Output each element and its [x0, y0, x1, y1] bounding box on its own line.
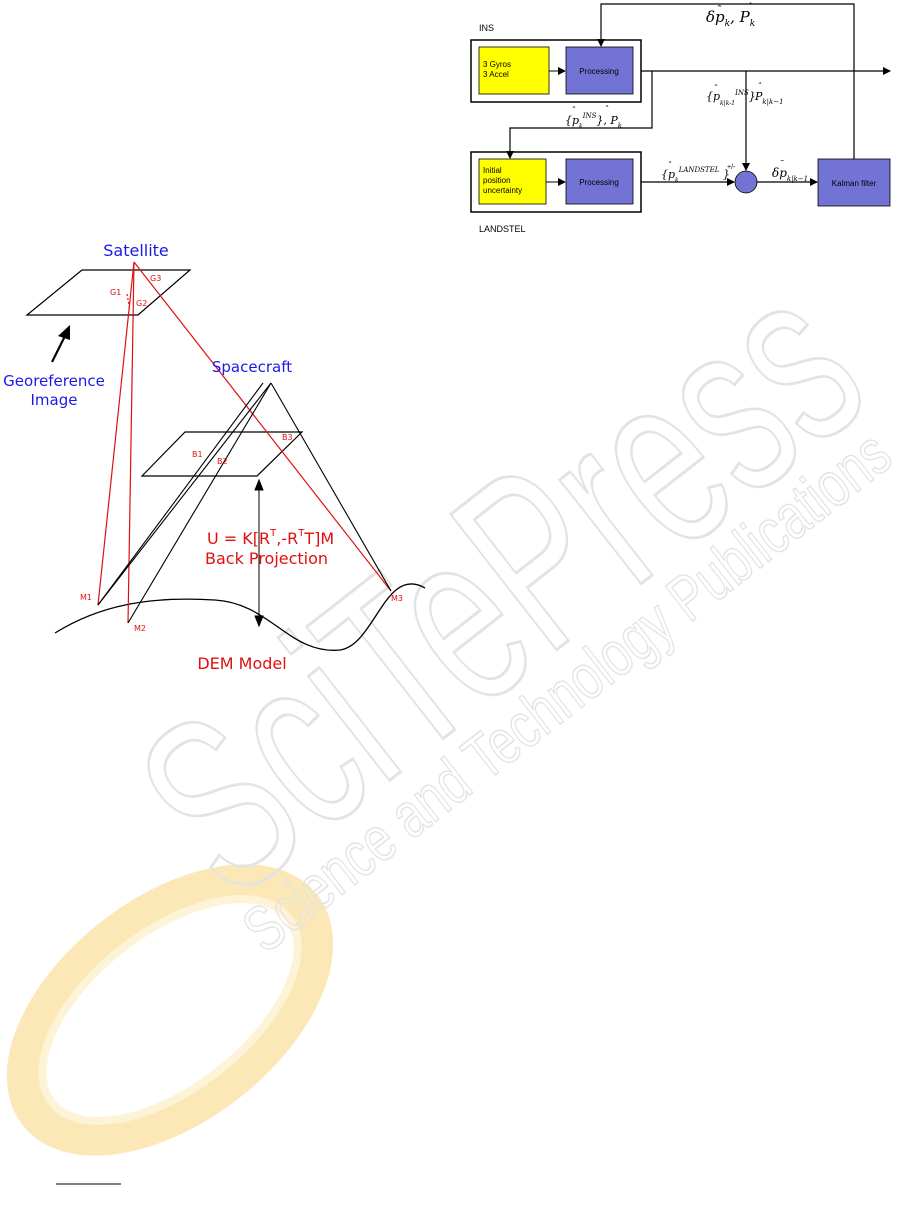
back-projection-label: Back Projection [205, 549, 328, 568]
watermark-logo-ring [6, 864, 334, 1156]
point-m1-label: M1 [80, 593, 92, 602]
landstel-processing-label: Processing [579, 178, 619, 187]
watermark: SciTePress Science and Technology Public… [6, 221, 910, 1156]
svg-text:δpk|k−1: δpk|k−1 [772, 166, 808, 183]
spacecraft-rays [97, 382, 392, 624]
point-g1-label: G1 [110, 288, 121, 297]
summing-junction [734, 170, 758, 194]
dem-terrain-curve [54, 583, 426, 651]
back-projection-double-arrow [254, 478, 264, 628]
satellite-label: Satellite [103, 241, 169, 260]
gyros-label: 3 Gyros [483, 60, 511, 69]
point-g3-label: G3 [150, 274, 161, 283]
svg-text:ˆ: ˆ [747, 3, 752, 14]
initial-position-box [478, 158, 547, 205]
ins-landstel-block-diagram: INS LANDSTEL 3 Gyros 3 Accel Processing … [470, 3, 891, 234]
point-b1-label: B1 [192, 450, 203, 459]
landstel-group-label: LANDSTEL [479, 224, 526, 234]
point-b2-label: B2 [217, 457, 228, 466]
ins-prediction-annotation: {pk|k-1INS} Pk|k−1 ˆ ˆ [706, 82, 784, 107]
back-projection-diagram: G1 G2 G3 B1 B2 B3 M1 M2 M3 Satellite Spa… [3, 241, 426, 673]
georeference-label-line1: Georeference [3, 372, 105, 390]
dem-model-label: DEM Model [197, 654, 286, 673]
svg-text:ˆ: ˆ [604, 105, 609, 116]
ins-group-label: INS [479, 23, 494, 33]
feedback-annotation: δpk, Pk ˜ ˆ [706, 3, 755, 29]
georeference-label-line2: Image [31, 391, 78, 409]
svg-text:δpk, Pk: δpk, Pk [706, 8, 755, 29]
error-estimate-annotation: δpk|k−1 ˜ [772, 159, 808, 183]
initial-line1: Initial [483, 166, 502, 175]
initial-line3: uncertainty [483, 186, 522, 195]
svg-text:ˆ: ˆ [757, 82, 762, 93]
svg-text:˜: ˜ [716, 5, 722, 16]
gyros-accel-box [478, 46, 550, 95]
spacecraft-image-plane [140, 431, 304, 477]
ins-processing-label: Processing [579, 67, 619, 76]
projection-equation: U = K[RT,-RTT]M [207, 528, 334, 548]
accel-label: 3 Accel [483, 70, 509, 79]
ins-processing-box [565, 46, 634, 95]
svg-text:ˆ: ˆ [713, 84, 718, 95]
landstel-estimate-annotation: {pkLANDSTEL } ˆ [661, 161, 730, 184]
svg-text:˜: ˜ [779, 159, 784, 170]
point-b3-label: B3 [282, 433, 293, 442]
initial-line2: position [483, 176, 511, 185]
signal-lines [506, 3, 891, 186]
landstel-processing-box [565, 158, 634, 205]
watermark-title: SciTePress [91, 222, 909, 947]
point-m2-label: M2 [134, 624, 146, 633]
spacecraft-label: Spacecraft [212, 358, 292, 376]
sum-sign-label: +/- [727, 164, 736, 171]
georeference-image-plane [25, 269, 192, 316]
svg-text:ˆ: ˆ [667, 161, 672, 172]
point-m3-label: M3 [391, 594, 403, 603]
georeference-arrow-icon [51, 325, 70, 363]
ins-estimate-annotation: {pkINS}, Pk ˆ ˆ [565, 105, 622, 130]
kalman-filter-label: Kalman filter [832, 179, 877, 188]
svg-text:ˆ: ˆ [571, 106, 576, 117]
point-g2-label: G2 [136, 299, 147, 308]
